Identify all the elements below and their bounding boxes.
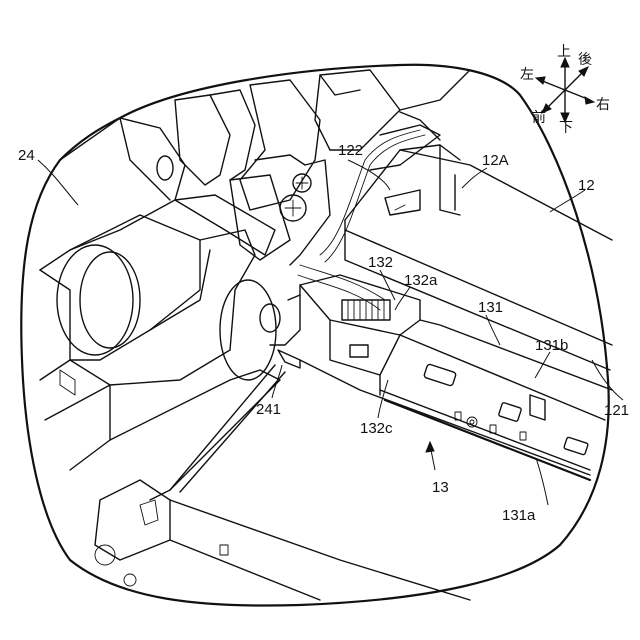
compass-left: 左 <box>520 67 534 83</box>
lower-chassis <box>95 365 470 600</box>
arrow-13 <box>426 442 435 470</box>
direction-compass: 上 後 左 右 前 下 <box>520 44 610 136</box>
compass-back: 後 <box>578 52 592 68</box>
label-12: 12 <box>578 177 595 194</box>
compass-down: 下 <box>559 120 573 136</box>
label-131b: 131b <box>535 337 568 354</box>
label-122: 122 <box>338 142 363 159</box>
label-131: 131 <box>478 299 503 316</box>
view-boundary <box>21 65 608 606</box>
label-131a: 131a <box>502 507 536 524</box>
label-13: 13 <box>432 479 449 496</box>
label-132: 132 <box>368 254 393 271</box>
label-132c: 132c <box>360 420 393 437</box>
reference-labels: 24 122 12A 12 132 132a 131 131b 121 241 … <box>18 142 629 524</box>
label-121: 121 <box>604 402 629 419</box>
label-12A: 12A <box>482 152 509 169</box>
connector-132 <box>270 275 420 375</box>
label-241: 241 <box>256 401 281 418</box>
label-132a: 132a <box>404 272 438 289</box>
label-24: 24 <box>18 147 35 164</box>
compass-up: 上 <box>557 44 571 60</box>
compass-front: 前 <box>532 109 546 126</box>
compass-right: 右 <box>596 97 610 113</box>
